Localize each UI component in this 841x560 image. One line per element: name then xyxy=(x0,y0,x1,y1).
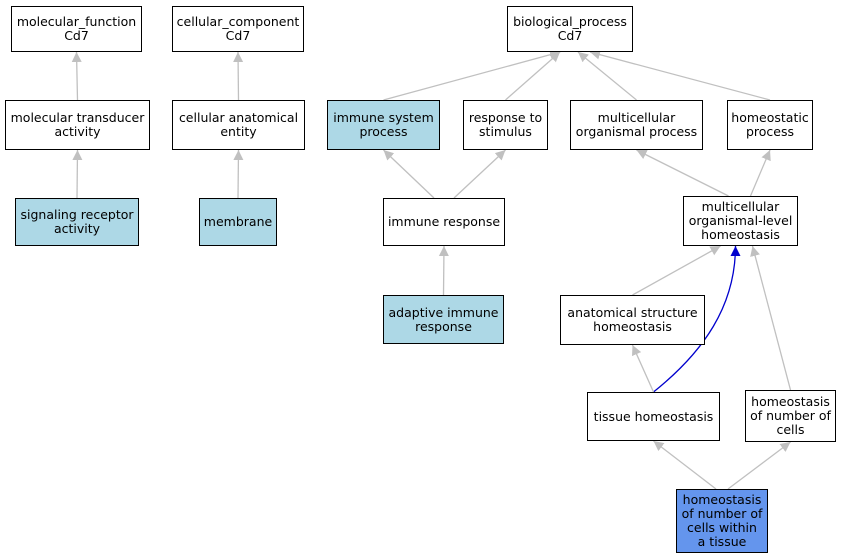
edge-th-to-mlh xyxy=(653,245,741,393)
edge-th-to-ash xyxy=(631,344,655,393)
edge-ash-to-mlh xyxy=(632,245,721,296)
node-homeostatic-process[interactable]: homeostatic process xyxy=(727,100,813,150)
edge-mta-to-mf xyxy=(71,51,82,101)
node-molecular-function[interactable]: molecular_function Cd7 xyxy=(11,6,142,52)
edge-ir-to-isp xyxy=(383,149,435,199)
edge-hncwt-to-th xyxy=(653,440,717,490)
edge-hnc-to-mlh xyxy=(750,245,792,391)
edge-mop-to-bp xyxy=(577,51,637,101)
node-biological-process[interactable]: biological_process Cd7 xyxy=(507,6,633,52)
node-tissue-homeostasis[interactable]: tissue homeostasis xyxy=(587,392,720,441)
node-anatomical-structure-homeostasis[interactable]: anatomical structure homeostasis xyxy=(560,295,705,345)
edge-cae-to-cc xyxy=(233,51,244,101)
edge-mlh-to-mop xyxy=(636,149,729,197)
node-homeostasis-of-number-of-cells[interactable]: homeostasis of number of cells xyxy=(745,390,836,442)
edge-ir-to-rts xyxy=(453,149,506,199)
node-signaling-receptor-activity[interactable]: signaling receptor activity xyxy=(15,198,139,246)
edge-isp-to-bp xyxy=(383,49,561,101)
node-immune-response[interactable]: immune response xyxy=(383,198,505,246)
edge-mem-to-cae xyxy=(233,149,244,199)
node-adaptive-immune-response[interactable]: adaptive immune response xyxy=(383,295,504,344)
edge-mlh-to-hp xyxy=(749,149,771,197)
node-cellular-component[interactable]: cellular_component Cd7 xyxy=(172,6,304,52)
node-cellular-anatomical-entity[interactable]: cellular anatomical entity xyxy=(172,100,305,150)
node-molecular-transducer-activity[interactable]: molecular transducer activity xyxy=(5,100,150,150)
edge-hp-to-bp xyxy=(589,49,771,101)
edge-rts-to-bp xyxy=(505,51,561,101)
edge-hncwt-to-hnc xyxy=(727,441,791,490)
node-immune-system-process[interactable]: immune system process xyxy=(327,100,440,150)
node-membrane[interactable]: membrane xyxy=(199,198,277,246)
node-response-to-stimulus[interactable]: response to stimulus xyxy=(463,100,548,150)
node-homeostasis-of-number-of-cells-within-a-tissue[interactable]: homeostasis of number of cells within a … xyxy=(676,489,768,553)
node-multicellular-organismal-level-homeostasis[interactable]: multicellular organismal-level homeostas… xyxy=(683,196,798,246)
edge-air-to-ir xyxy=(438,245,449,296)
node-multicellular-organismal-process[interactable]: multicellular organismal process xyxy=(570,100,703,150)
edge-sra-to-mta xyxy=(72,149,83,199)
